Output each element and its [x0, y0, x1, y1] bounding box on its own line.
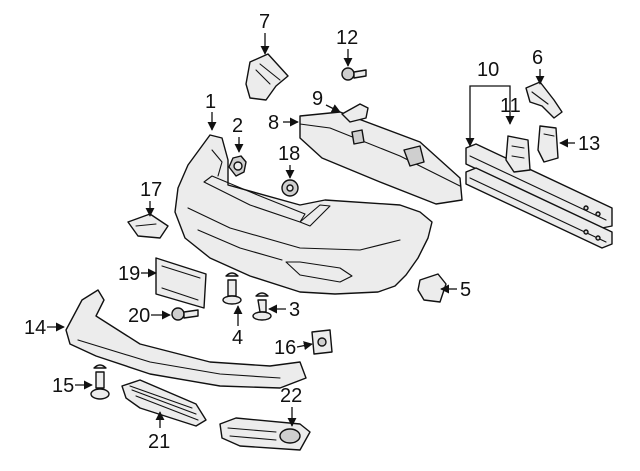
callout-6-label: 6: [532, 47, 543, 69]
callout-6: 6: [532, 47, 545, 85]
bracket-part-11: [505, 135, 531, 173]
bolt-part-12: [341, 67, 367, 81]
callout-12-label: 12: [336, 27, 358, 49]
callout-13-label: 13: [578, 133, 600, 155]
callout-8: 8: [268, 112, 299, 134]
callout-3-label: 3: [289, 299, 300, 321]
push-pin-part-3: [252, 292, 272, 321]
callout-4-label: 4: [232, 327, 243, 349]
callout-13: 13: [559, 133, 600, 155]
callout-19-label: 19: [118, 263, 140, 285]
callout-4: 4: [232, 305, 243, 349]
callout-19: 19: [118, 263, 157, 285]
callout-9: 9: [312, 88, 341, 113]
cap-part-5: [417, 273, 447, 303]
callout-22-label: 22: [280, 385, 302, 407]
callout-16: 16: [274, 337, 313, 359]
air-deflector-part-14: [65, 289, 307, 389]
license-bracket-part-19: [155, 257, 207, 309]
callout-7-label: 7: [259, 11, 270, 33]
fastener-part-2: [228, 155, 247, 177]
screw-part-20: [171, 307, 199, 321]
callout-21-label: 21: [148, 431, 170, 453]
bezel-part-22: [219, 417, 311, 451]
callout-16-label: 16: [274, 337, 296, 359]
callout-9-label: 9: [312, 88, 323, 110]
bracket-part-7: [245, 53, 289, 101]
callout-18-label: 18: [278, 143, 300, 165]
callout-22: 22: [280, 385, 302, 427]
callout-1: 1: [205, 91, 217, 131]
bracket-part-17: [127, 213, 169, 239]
callout-12: 12: [336, 27, 358, 67]
callout-11: 11: [500, 95, 521, 117]
callout-18: 18: [278, 143, 300, 179]
energy-absorber-part-8: [299, 111, 463, 205]
callout-15: 15: [52, 375, 93, 397]
clip-part-9: [341, 103, 369, 123]
impact-bar-part-10: [465, 143, 613, 249]
callout-14: 14: [24, 317, 65, 339]
callout-10-label: 10: [477, 59, 499, 81]
callout-5-label: 5: [460, 279, 471, 301]
bracket-part-6: [525, 81, 563, 119]
callout-8-label: 8: [268, 112, 279, 134]
grille-part-21: [121, 379, 207, 427]
bracket-part-13: [537, 125, 559, 163]
callout-5: 5: [440, 279, 471, 301]
callout-15-label: 15: [52, 375, 74, 397]
callout-3: 3: [268, 299, 300, 321]
plate-part-16: [311, 329, 333, 355]
callout-7: 7: [259, 11, 270, 55]
callout-11-label: 11: [500, 95, 521, 117]
callout-21: 21: [148, 411, 170, 453]
callout-2-label: 2: [232, 115, 243, 137]
callout-20-label: 20: [128, 305, 150, 327]
nut-part-18: [281, 179, 299, 197]
callout-20: 20: [128, 305, 171, 327]
callout-10: 10: [465, 59, 515, 147]
push-pin-part-4: [222, 272, 242, 305]
callout-17-label: 17: [140, 179, 162, 201]
callout-2: 2: [232, 115, 244, 153]
bumper-cover: [174, 134, 433, 295]
callout-17: 17: [140, 179, 162, 217]
callout-1-label: 1: [205, 91, 216, 113]
push-pin-part-15: [90, 364, 110, 400]
callout-14-label: 14: [24, 317, 46, 339]
